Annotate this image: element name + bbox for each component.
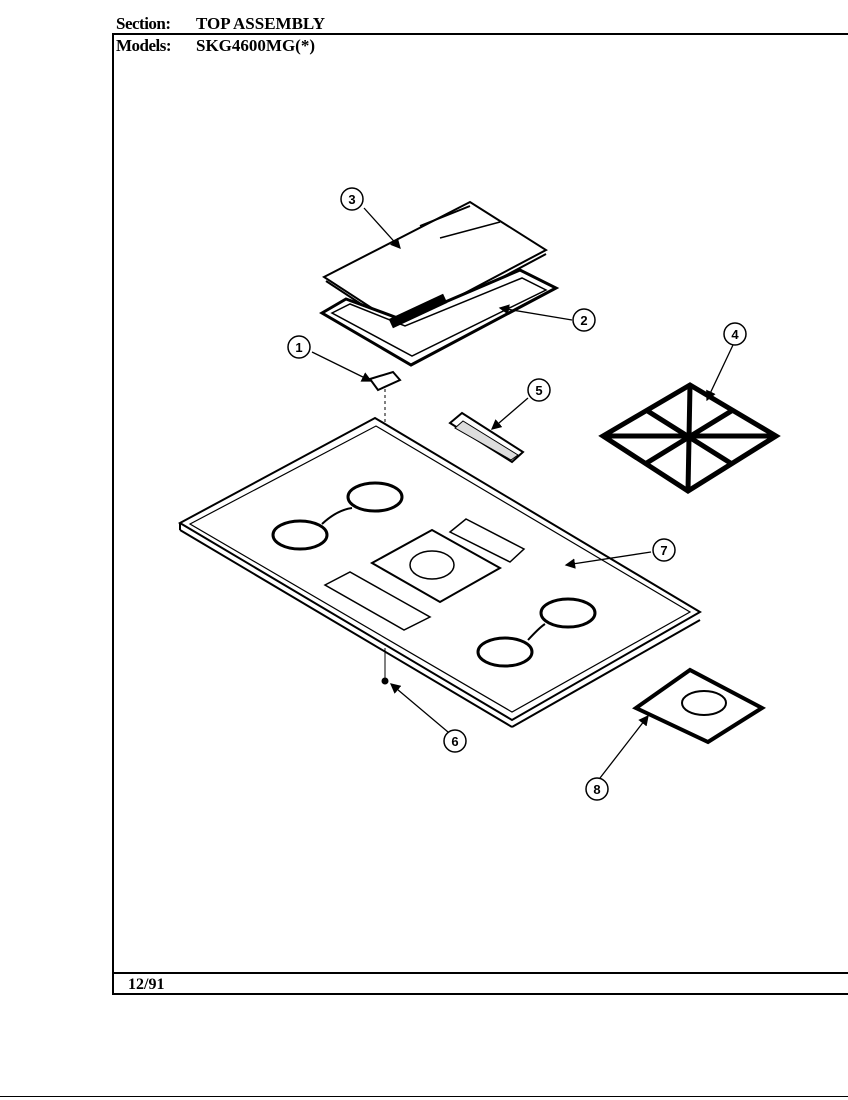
models-value: SKG4600MG(*): [196, 36, 315, 55]
callout-1: 1: [287, 335, 311, 359]
part-grate: [598, 382, 781, 494]
section-label: Section:: [116, 14, 171, 33]
part-burner-box: [632, 667, 766, 745]
part-cover-frame: [319, 268, 560, 367]
svg-text:3: 3: [348, 192, 355, 207]
callout-2: 2: [572, 308, 596, 332]
page-bottom-rule: [0, 1096, 848, 1097]
svg-text:2: 2: [580, 313, 587, 328]
svg-text:8: 8: [593, 782, 600, 797]
svg-text:5: 5: [535, 383, 542, 398]
diagram-frame: [112, 33, 848, 995]
models-label: Models:: [116, 36, 172, 55]
callout-4: 4: [723, 322, 747, 346]
svg-text:7: 7: [660, 543, 667, 558]
part-control-bracket: [448, 411, 525, 464]
callout-8: 8: [585, 777, 609, 801]
callout-5: 5: [527, 378, 551, 402]
revision-date: 12/91: [128, 976, 165, 993]
part-valve-cap: [368, 370, 402, 540]
svg-text:6: 6: [451, 734, 458, 749]
svg-text:4: 4: [731, 327, 739, 342]
svg-text:1: 1: [295, 340, 302, 355]
part-screw: [381, 648, 389, 685]
callout-leaders: [311, 207, 734, 779]
callout-7: 7: [652, 538, 676, 562]
part-main-top: [177, 416, 702, 728]
section-value: TOP ASSEMBLY: [196, 14, 325, 33]
callout-3: 3: [340, 187, 364, 211]
footer-rule: [112, 972, 848, 974]
callout-6: 6: [443, 729, 467, 753]
